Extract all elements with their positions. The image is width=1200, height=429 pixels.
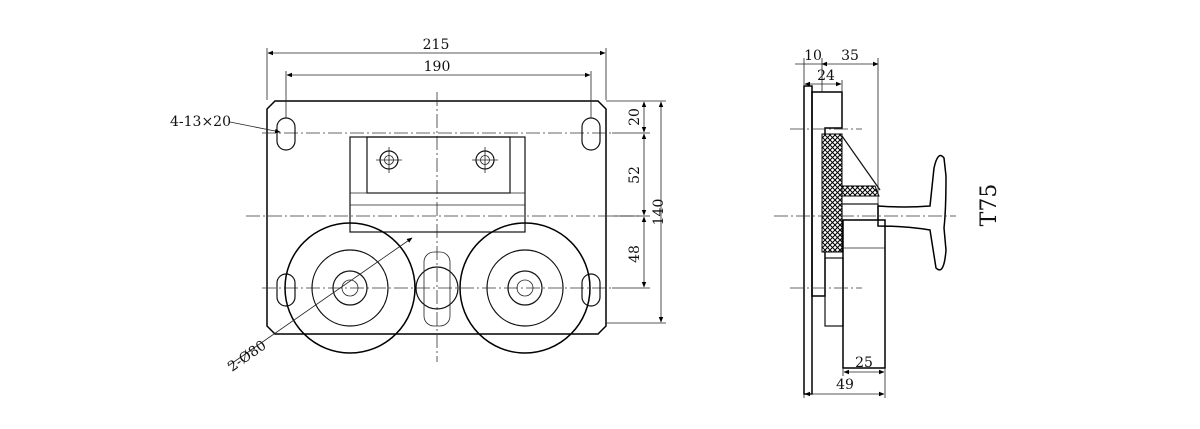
bracket-bolt-left bbox=[376, 147, 402, 173]
guide-hatch bbox=[841, 185, 880, 197]
side-shaft bbox=[841, 203, 879, 221]
dim-215: 215 bbox=[423, 37, 450, 53]
t75-rail bbox=[877, 154, 947, 271]
dim-140: 140 bbox=[651, 199, 667, 226]
mounting-slot-top-left bbox=[276, 117, 296, 151]
dim-25: 25 bbox=[855, 355, 873, 371]
base-plate bbox=[266, 100, 607, 335]
center-roller bbox=[415, 266, 459, 310]
roller-section-hatch bbox=[821, 133, 843, 253]
dim-48: 48 bbox=[627, 245, 643, 263]
side-back-plate bbox=[803, 85, 813, 395]
dim-10: 10 bbox=[804, 48, 822, 64]
rail-label: T75 bbox=[977, 184, 1002, 227]
dim-52: 52 bbox=[627, 166, 643, 184]
side-view: T75 10 35 24 25 49 bbox=[774, 48, 1002, 398]
dim-35: 35 bbox=[841, 48, 859, 64]
side-wheel bbox=[842, 219, 886, 369]
dim-190: 190 bbox=[424, 59, 451, 75]
left-wheel bbox=[284, 222, 416, 354]
wheel-diameter-leader bbox=[227, 237, 413, 367]
hole-callout: 4-13×20 bbox=[170, 114, 231, 130]
dim-24: 24 bbox=[817, 68, 835, 84]
bracket-inner-plate bbox=[366, 136, 511, 194]
dim-20: 20 bbox=[627, 108, 643, 126]
hole-callout-leader bbox=[229, 121, 281, 134]
upper-bracket bbox=[349, 136, 526, 233]
wheel-callout: 2-Ø80 bbox=[225, 338, 269, 376]
bracket-bolt-right bbox=[472, 147, 498, 173]
dim-49: 49 bbox=[836, 377, 854, 393]
right-wheel bbox=[459, 222, 591, 354]
center-roller-hub bbox=[423, 251, 451, 327]
front-view: 2-Ø80 4-13×20 215 190 20 52 48 140 bbox=[170, 37, 667, 375]
mounting-slot-top-right bbox=[581, 117, 601, 151]
side-hub bbox=[824, 257, 844, 327]
mounting-slot-bottom-right bbox=[581, 273, 601, 307]
